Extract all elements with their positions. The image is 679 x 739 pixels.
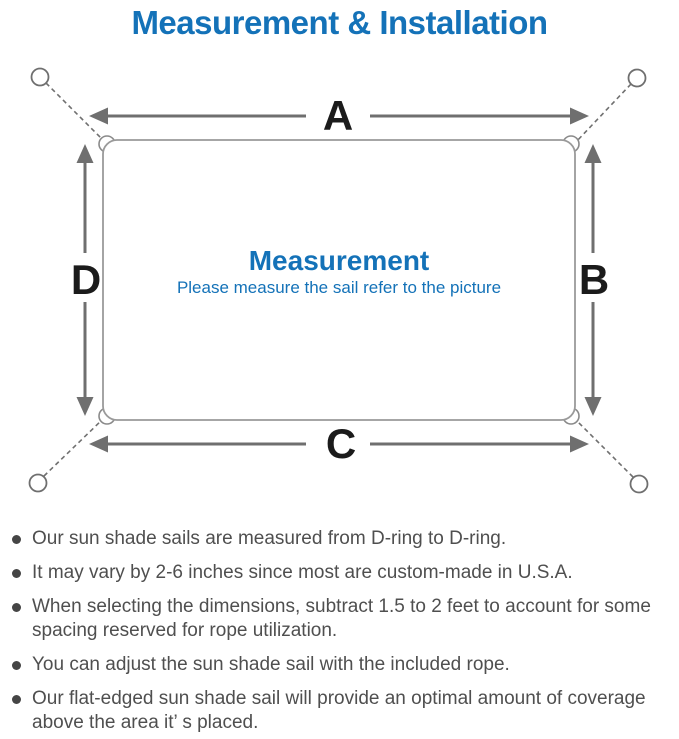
anchor-point-top-right [627,68,647,88]
note-text: You can adjust the sun shade sail with t… [32,654,510,675]
bullet-icon [12,695,21,704]
dimension-label-d: D [71,256,101,303]
arrowhead-b-top [584,144,602,163]
anchor-point-top-left [30,67,50,87]
page-title: Measurement & Installation [131,4,548,41]
list-item: You can adjust the sun shade sail with t… [12,653,675,677]
anchor-point-bottom-right [629,474,649,494]
shade-sail-outline [102,139,576,421]
rope-dashed-line-bottom-right [575,419,634,478]
note-text: Our sun shade sails are measured from D-… [32,528,507,549]
rope-dashed-line-top-left [45,82,105,142]
bullet-icon [12,603,21,612]
diagram-center-subtitle: Please measure the sail refer to the pic… [177,278,501,297]
arrowhead-c-left [89,435,108,453]
arrowhead-d-bottom [76,397,94,416]
list-item: Our sun shade sails are measured from D-… [12,527,675,551]
list-item: Our flat-edged sun shade sail will provi… [12,687,675,735]
bullet-icon [12,535,21,544]
note-text: Our flat-edged sun shade sail will provi… [32,688,646,733]
dimension-label-a: A [323,92,353,139]
arrowhead-b-bottom [584,397,602,416]
rope-dashed-line-bottom-left [43,418,104,477]
rope-dashed-line-top-right [575,83,632,143]
note-text: It may vary by 2-6 inches since most are… [32,562,573,583]
diagram-center-title: Measurement [249,245,430,276]
arrowhead-a-right [570,107,589,125]
bullet-icon [12,661,21,670]
measurement-diagram: A B C D Measurement Please measure the s… [28,67,649,494]
note-text: When selecting the dimensions, subtract … [32,596,651,641]
dimension-label-c: C [326,420,356,467]
list-item: It may vary by 2-6 inches since most are… [12,561,675,585]
list-item: When selecting the dimensions, subtract … [12,595,675,643]
dimension-label-b: B [579,256,609,303]
arrowhead-c-right [570,435,589,453]
bullet-icon [12,569,21,578]
arrowhead-d-top [76,144,94,163]
arrowhead-a-left [89,107,108,125]
notes-list: Our sun shade sails are measured from D-… [12,527,675,739]
anchor-point-bottom-left [28,473,48,493]
